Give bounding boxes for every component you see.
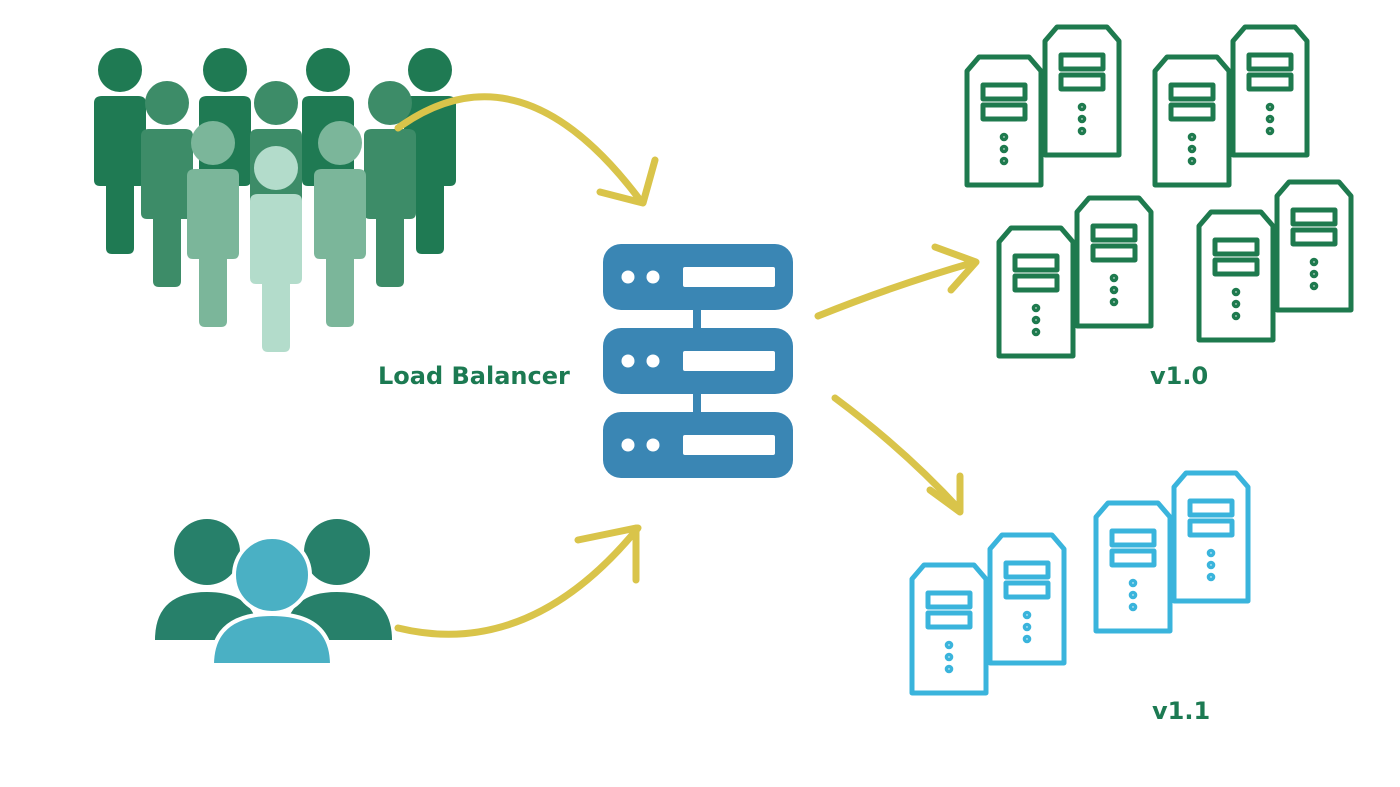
curved-arrow-icon bbox=[394, 93, 980, 638]
server-stack-icon bbox=[603, 244, 793, 478]
load-balancer-label: Load Balancer bbox=[378, 362, 570, 390]
server-tower-icon bbox=[967, 27, 1351, 356]
people-group-icon bbox=[155, 519, 392, 667]
version-label-v1-0: v1.0 bbox=[1150, 362, 1209, 390]
version-label-v1-1: v1.1 bbox=[1152, 697, 1211, 725]
people-crowd-icon bbox=[94, 48, 456, 352]
